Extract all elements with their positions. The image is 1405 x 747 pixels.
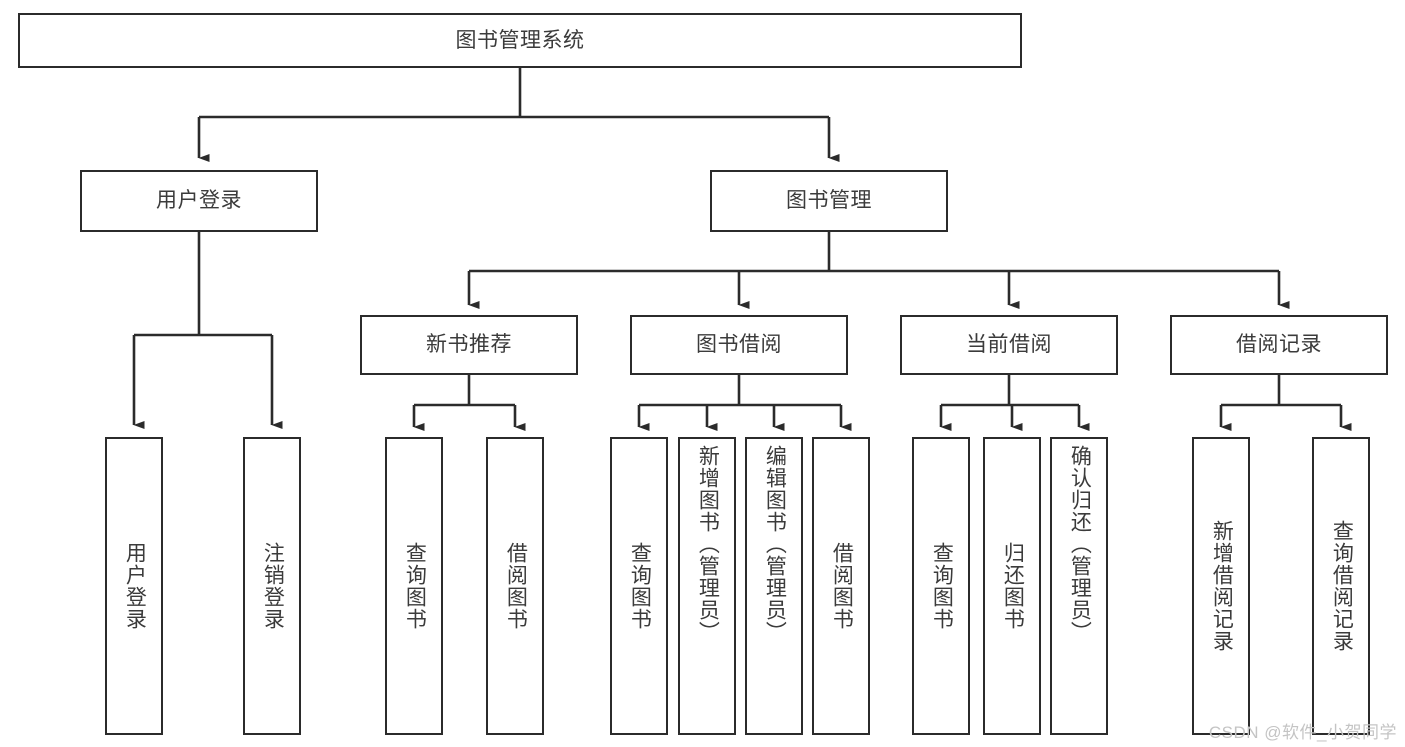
node-book-borrow[interactable]: 图书借阅 xyxy=(630,315,848,375)
node-user-login[interactable]: 用户登录 xyxy=(80,170,318,232)
node-user-login-label: 用户登录 xyxy=(156,189,242,213)
csdn-watermark: CSDN @软件_小贺同学 xyxy=(1208,723,1397,742)
node-leaf-return-book-label: 归还图书 xyxy=(1001,542,1025,630)
node-leaf-logout-login-label: 注销登录 xyxy=(261,542,285,630)
node-leaf-borrow-book-recommend[interactable]: 借阅图书 xyxy=(486,437,544,735)
node-book-borrow-label: 图书借阅 xyxy=(696,333,782,357)
node-leaf-user-login-label: 用户登录 xyxy=(123,542,147,630)
node-root[interactable]: 图书管理系统 xyxy=(18,13,1022,68)
node-leaf-confirm-return-admin[interactable]: 确认归还（管理员） xyxy=(1050,437,1108,735)
node-leaf-query-book-current[interactable]: 查询图书 xyxy=(912,437,970,735)
node-leaf-edit-book-admin[interactable]: 编辑图书（管理员） xyxy=(745,437,803,735)
node-leaf-edit-book-admin-label: 编辑图书（管理员） xyxy=(763,445,787,643)
node-new-book-recommend-label: 新书推荐 xyxy=(426,333,512,357)
node-book-management-label: 图书管理 xyxy=(786,189,872,213)
node-leaf-logout-login[interactable]: 注销登录 xyxy=(243,437,301,735)
node-leaf-query-book-recommend-label: 查询图书 xyxy=(403,542,427,630)
node-leaf-query-book-recommend[interactable]: 查询图书 xyxy=(385,437,443,735)
node-leaf-query-borrow-record-label: 查询借阅记录 xyxy=(1330,520,1354,652)
node-leaf-borrow-book-label: 借阅图书 xyxy=(830,542,854,630)
node-leaf-borrow-book-recommend-label: 借阅图书 xyxy=(504,542,528,630)
node-leaf-query-book-borrow-label: 查询图书 xyxy=(628,542,652,630)
node-new-book-recommend[interactable]: 新书推荐 xyxy=(360,315,578,375)
node-borrow-record[interactable]: 借阅记录 xyxy=(1170,315,1388,375)
node-current-borrow-label: 当前借阅 xyxy=(966,333,1052,357)
node-leaf-borrow-book[interactable]: 借阅图书 xyxy=(812,437,870,735)
node-leaf-query-borrow-record[interactable]: 查询借阅记录 xyxy=(1312,437,1370,735)
node-leaf-query-book-current-label: 查询图书 xyxy=(930,542,954,630)
node-leaf-add-book-admin[interactable]: 新增图书（管理员） xyxy=(678,437,736,735)
node-leaf-add-borrow-record[interactable]: 新增借阅记录 xyxy=(1192,437,1250,735)
node-leaf-add-borrow-record-label: 新增借阅记录 xyxy=(1210,520,1234,652)
node-leaf-user-login[interactable]: 用户登录 xyxy=(105,437,163,735)
node-borrow-record-label: 借阅记录 xyxy=(1236,333,1322,357)
node-current-borrow[interactable]: 当前借阅 xyxy=(900,315,1118,375)
node-leaf-add-book-admin-label: 新增图书（管理员） xyxy=(696,445,720,643)
node-book-management[interactable]: 图书管理 xyxy=(710,170,948,232)
node-leaf-confirm-return-admin-label: 确认归还（管理员） xyxy=(1068,445,1092,643)
node-leaf-return-book[interactable]: 归还图书 xyxy=(983,437,1041,735)
node-root-label: 图书管理系统 xyxy=(455,28,585,52)
node-leaf-query-book-borrow[interactable]: 查询图书 xyxy=(610,437,668,735)
